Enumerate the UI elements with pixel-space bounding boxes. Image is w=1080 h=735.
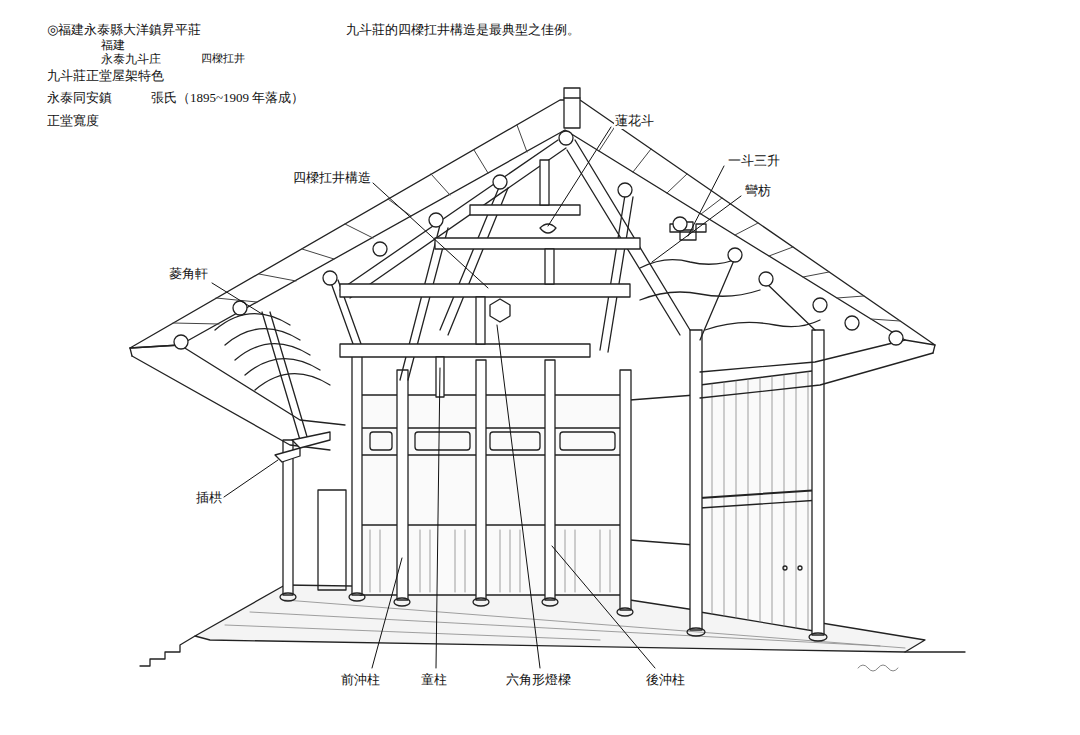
part-label: 前沖柱 [340, 672, 381, 688]
handwritten-note: 永泰九斗庄 [100, 52, 162, 66]
handwritten-note: 四樑扛井 [200, 52, 246, 65]
part-label: 菱角軒 [168, 266, 209, 282]
heading-note: ◎福建永泰縣大洋鎮昇平莊 [46, 22, 202, 38]
part-label: 六角形燈樑 [505, 672, 572, 688]
part-label: 後沖柱 [645, 672, 686, 688]
part-label: 插栱 [195, 490, 223, 506]
caption-note: 九斗莊的四樑扛井構造是最典型之佳例。 [345, 22, 581, 38]
part-label: 彎枋 [744, 183, 772, 199]
handwritten-note: 福建 [100, 38, 126, 52]
part-label: 蓮花斗 [614, 113, 655, 129]
heading-note: 永泰同安鎮 [46, 90, 113, 106]
part-label: 四樑扛井構造 [292, 170, 372, 186]
heading-note: 九斗莊正堂屋架特色 [46, 68, 165, 84]
heading-note: 正堂寬度 [46, 113, 100, 129]
part-label: 一斗三升 [727, 153, 781, 169]
part-label: 童柱 [420, 672, 448, 688]
heading-note: 張氏（1895~1909 年落成） [150, 90, 305, 106]
